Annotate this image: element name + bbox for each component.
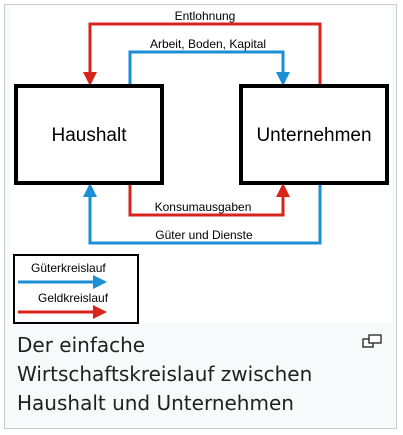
wages-label: Entlohnung	[175, 9, 236, 23]
legend-goods-arrowhead	[93, 275, 107, 289]
company-label: Unternehmen	[256, 125, 371, 146]
enlarge-icon[interactable]	[362, 333, 382, 348]
legend-money-arrowhead	[93, 305, 107, 319]
factors-flow-line	[128, 50, 285, 86]
company-box	[239, 84, 389, 185]
consumption-label: Konsumausgaben	[155, 200, 252, 214]
goods-arrowhead	[83, 183, 97, 197]
goods-flow-line	[88, 183, 322, 245]
consumption-arrowhead	[276, 183, 290, 197]
wages-flow-line	[88, 22, 322, 86]
legend-money-label: Geldkreislauf	[38, 291, 109, 305]
wages-arrowhead	[83, 72, 97, 86]
factors-label: Arbeit, Boden, Kapital	[150, 37, 266, 51]
consumption-flow-line	[128, 183, 285, 217]
household-label: Haushalt	[52, 125, 128, 146]
goods-label: Güter und Dienste	[155, 228, 253, 242]
household-box	[14, 84, 164, 185]
figure-caption: Der einfache Wirtschaftskreislauf zwisch…	[17, 333, 313, 415]
factors-arrowhead	[276, 72, 290, 86]
legend-goods-label: Güterkreislauf	[31, 261, 106, 275]
